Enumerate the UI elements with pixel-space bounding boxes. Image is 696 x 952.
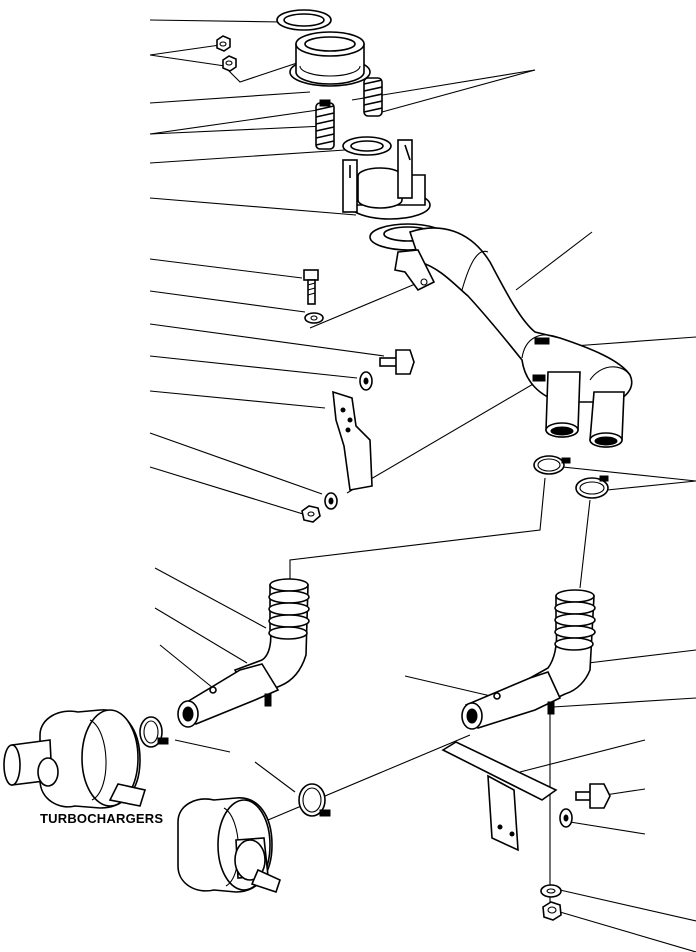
- callout-lines-left: [149, 19, 385, 793]
- spring-right: [363, 77, 383, 117]
- washer-middle: [359, 371, 373, 391]
- nut-lower-left: [301, 505, 321, 523]
- nut-pair-top: [216, 35, 237, 72]
- turbocharger-lower: [177, 797, 281, 894]
- callout-lines-right: [351, 69, 696, 952]
- clamp-left: [533, 455, 571, 475]
- spring-left: [315, 99, 335, 150]
- nut-bottom: [542, 901, 562, 921]
- bolt-middle: [379, 349, 415, 375]
- support-plate: [332, 390, 373, 491]
- flanged-sleeve: [289, 31, 371, 87]
- bolt-right: [575, 783, 611, 809]
- middle-gasket: [342, 136, 392, 156]
- y-pipe: [408, 227, 633, 448]
- washer-upper: [304, 312, 324, 324]
- flex-pipe-right: [461, 589, 596, 730]
- top-gasket: [276, 9, 332, 31]
- turbocharger-upper: [3, 709, 147, 809]
- flange-bracket: [342, 139, 431, 220]
- pipe-mount-bracket: [394, 249, 436, 292]
- washer-lower-left: [324, 492, 338, 510]
- turbochargers-label: TURBOCHARGERS: [40, 811, 164, 826]
- washer-right: [559, 808, 573, 828]
- washer-bottom: [540, 884, 562, 898]
- clamp-lower-right: [298, 783, 331, 817]
- clamp-lower-left: [139, 716, 169, 748]
- flex-pipe-left: [177, 578, 310, 728]
- clamp-right: [575, 475, 609, 499]
- support-bracket-right: [441, 741, 558, 852]
- bolt-upper: [303, 269, 319, 305]
